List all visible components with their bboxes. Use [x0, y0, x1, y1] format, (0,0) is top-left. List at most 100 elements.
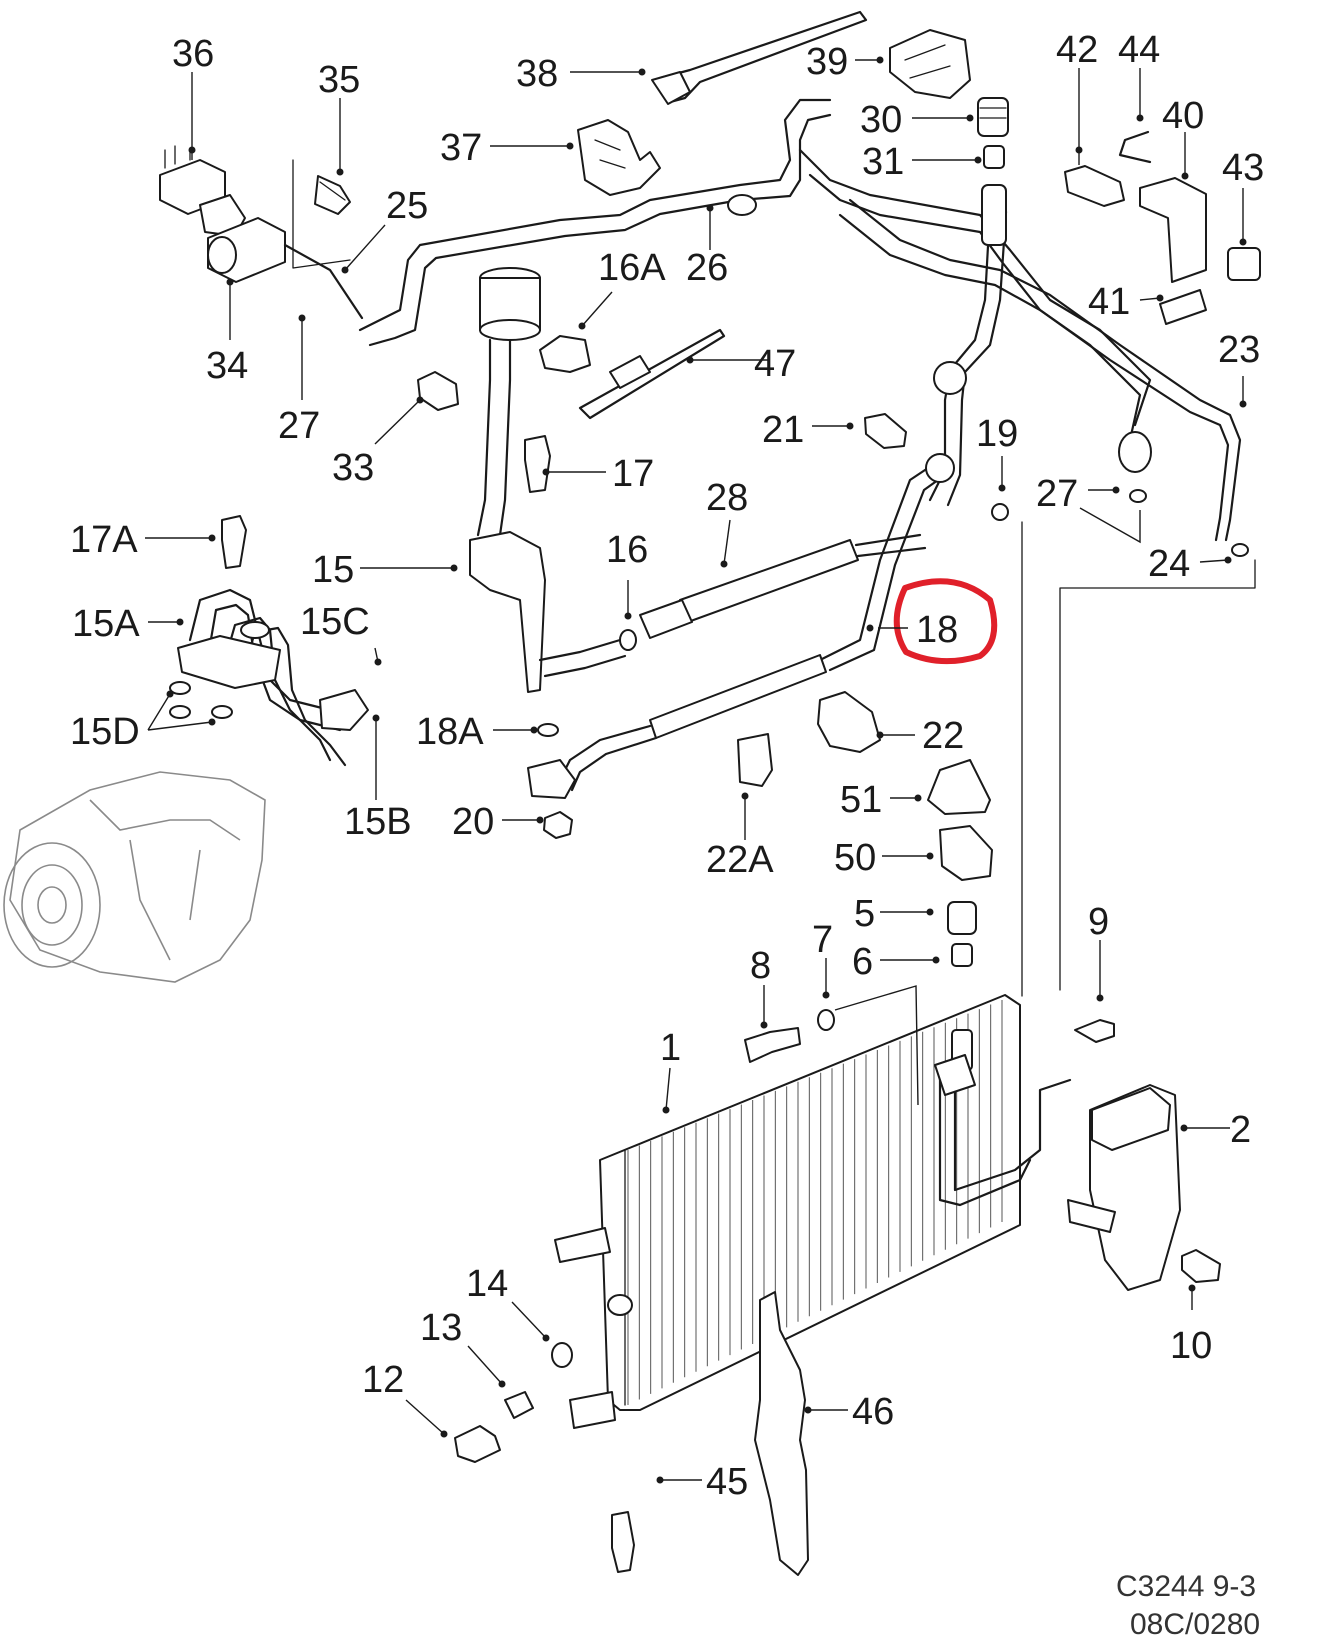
- label-16: 16: [606, 529, 648, 571]
- highlight-circle-18: [893, 578, 998, 665]
- part-9-bolt: [1074, 1019, 1115, 1043]
- label-16A: 16A: [598, 247, 666, 289]
- label-28: 28: [706, 477, 748, 519]
- label-13: 13: [420, 1307, 462, 1349]
- label-1: 1: [660, 1027, 681, 1069]
- label-50: 50: [834, 837, 876, 879]
- label-44: 44: [1118, 29, 1160, 71]
- leader-lines: [145, 59, 1244, 1481]
- part-45-bolt: [611, 1511, 635, 1573]
- part-14-seal: [551, 1342, 573, 1368]
- part-16-oring: [619, 629, 637, 651]
- label-2: 2: [1230, 1109, 1251, 1151]
- compressor: [3, 771, 266, 983]
- label-15B: 15B: [344, 801, 412, 843]
- part-51-bracket: [927, 759, 991, 815]
- part-35-bolt: [314, 175, 351, 215]
- label-12: 12: [362, 1359, 404, 1401]
- part-39-clip: [889, 29, 971, 99]
- part-44-clip: [1118, 130, 1152, 164]
- part-17-bolt: [524, 435, 551, 493]
- label-23: 23: [1218, 329, 1260, 371]
- bracket-line: [292, 159, 351, 269]
- drawing-reference-line1: C3244 9-3: [1116, 1570, 1256, 1603]
- part-31-valve: [983, 145, 1005, 169]
- label-15A: 15A: [72, 603, 140, 645]
- label-22A: 22A: [706, 839, 774, 881]
- label-15C: 15C: [300, 601, 370, 643]
- label-37: 37: [440, 127, 482, 169]
- part-43-clip: [1227, 247, 1261, 281]
- label-18A: 18A: [416, 711, 484, 753]
- label-51: 51: [840, 779, 882, 821]
- label-6: 6: [852, 941, 873, 983]
- label-31: 31: [862, 141, 904, 183]
- part-18-line: [527, 453, 955, 799]
- label-7: 7: [812, 919, 833, 961]
- label-35: 35: [318, 59, 360, 101]
- part-47-tie: [578, 328, 726, 420]
- label-21: 21: [762, 409, 804, 451]
- part-13-spring: [504, 1391, 534, 1419]
- part-28-hose: [639, 533, 927, 639]
- pipe-26-assembly: [358, 98, 1242, 542]
- part-30-cap: [977, 97, 1009, 137]
- label-14: 14: [466, 1263, 508, 1305]
- label-15: 15: [312, 549, 354, 591]
- part-41-pad: [1159, 289, 1207, 325]
- part-18A-oring: [537, 723, 559, 737]
- part-24-oring: [1231, 543, 1249, 557]
- part-50-switch: [939, 825, 993, 881]
- label-43: 43: [1222, 147, 1264, 189]
- label-46: 46: [852, 1391, 894, 1433]
- label-24: 24: [1148, 543, 1190, 585]
- part-labels: 36 35 38 39 42 44 40 43 30 31 37 25 26 1…: [70, 29, 1264, 1503]
- part-33-bolt: [417, 371, 459, 411]
- label-9: 9: [1088, 901, 1109, 943]
- label-17A: 17A: [70, 519, 138, 561]
- part-17A-bolt: [221, 515, 247, 569]
- part-1-condenser: [554, 994, 1021, 1429]
- label-22: 22: [922, 715, 964, 757]
- label-41: 41: [1088, 281, 1130, 323]
- condenser-pipe-b: [953, 1068, 1072, 1192]
- drawing-reference-line2: 08C/0280: [1130, 1608, 1260, 1641]
- part-34-expansion-valve: [207, 217, 364, 320]
- part-10-bolt: [1181, 1249, 1221, 1283]
- label-40: 40: [1162, 95, 1204, 137]
- part-6-core: [951, 943, 973, 967]
- part-46-bracket: [754, 1291, 809, 1576]
- label-30: 30: [860, 99, 902, 141]
- label-45: 45: [706, 1461, 748, 1503]
- label-33: 33: [332, 447, 374, 489]
- label-27-left: 27: [278, 405, 320, 447]
- label-34: 34: [206, 345, 248, 387]
- part-40-bracket: [1139, 177, 1207, 283]
- label-19: 19: [976, 413, 1018, 455]
- part-7-oring: [817, 1009, 835, 1031]
- guide-line-24: [1059, 559, 1256, 991]
- part-38-cable-tie: [651, 10, 868, 105]
- label-25: 25: [386, 185, 428, 227]
- label-18: 18: [916, 609, 958, 651]
- label-17: 17: [612, 453, 654, 495]
- leader-dots: [166, 56, 1247, 1484]
- part-2-receiver-drier: [1067, 1084, 1181, 1291]
- label-10: 10: [1170, 1325, 1212, 1367]
- label-38: 38: [516, 53, 558, 95]
- drawing-reference: C3244 9-3 08C/0280: [1116, 1570, 1260, 1641]
- part-15-hose: [469, 267, 627, 693]
- label-27-right: 27: [1036, 473, 1078, 515]
- part-15A-hose: [169, 588, 369, 767]
- label-36: 36: [172, 33, 214, 75]
- part-22-clip: [817, 691, 881, 753]
- part-16A-clip: [539, 335, 591, 373]
- part-42-bolt: [1064, 165, 1125, 207]
- part-27-oring-right: [1129, 489, 1147, 503]
- label-26: 26: [686, 247, 728, 289]
- label-42: 42: [1056, 29, 1098, 71]
- part-5-cap: [947, 901, 977, 935]
- part-20-nut: [543, 811, 573, 839]
- label-47: 47: [754, 343, 796, 385]
